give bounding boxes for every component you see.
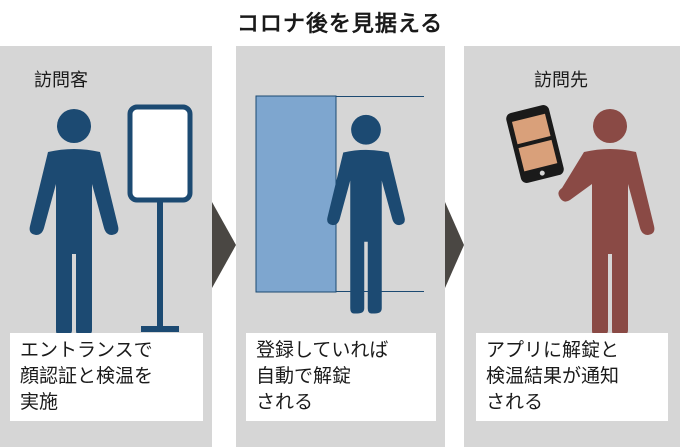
- arrow-right-icon: [445, 202, 464, 288]
- door-icon: [255, 95, 424, 293]
- arrow-right-icon: [212, 202, 236, 288]
- caption-line: される: [486, 391, 544, 413]
- panel-label-visitor: 訪問客: [34, 70, 88, 91]
- caption-line: 実施: [20, 391, 59, 413]
- caption-host: アプリに解錠と 検温結果が通知 される: [476, 333, 668, 421]
- panel-label-host: 訪問先: [534, 70, 588, 91]
- kiosk-stand-icon: [127, 104, 193, 332]
- caption-unlock: 登録していれば 自動で解錠 される: [246, 333, 436, 421]
- caption-entrance: エントランスで 顔認証と検温を 実施: [10, 333, 203, 421]
- caption-line: 顔認証と検温を: [20, 365, 154, 387]
- caption-line: 登録していれば: [256, 339, 389, 361]
- caption-line: エントランスで: [20, 339, 153, 361]
- panel-host: 訪問先 アプリに解錠と 検温結果が通知 される: [464, 46, 680, 447]
- caption-line: 検温結果が通知: [486, 365, 620, 387]
- caption-line: 自動で解錠: [256, 365, 352, 387]
- diagram-title: コロナ後を見据える: [236, 12, 444, 37]
- visitor-person-icon: [29, 109, 119, 336]
- visitor-person-icon: [327, 114, 405, 314]
- panel-entrance: 訪問客 エントランスで 顔認証と検温を 実施: [0, 46, 212, 447]
- panel-unlock: 登録していれば 自動で解錠 される: [236, 46, 445, 447]
- caption-line: アプリに解錠と: [486, 339, 620, 361]
- caption-line: される: [256, 391, 314, 413]
- smartphone-icon: [506, 105, 564, 183]
- host-person-icon: [558, 109, 655, 336]
